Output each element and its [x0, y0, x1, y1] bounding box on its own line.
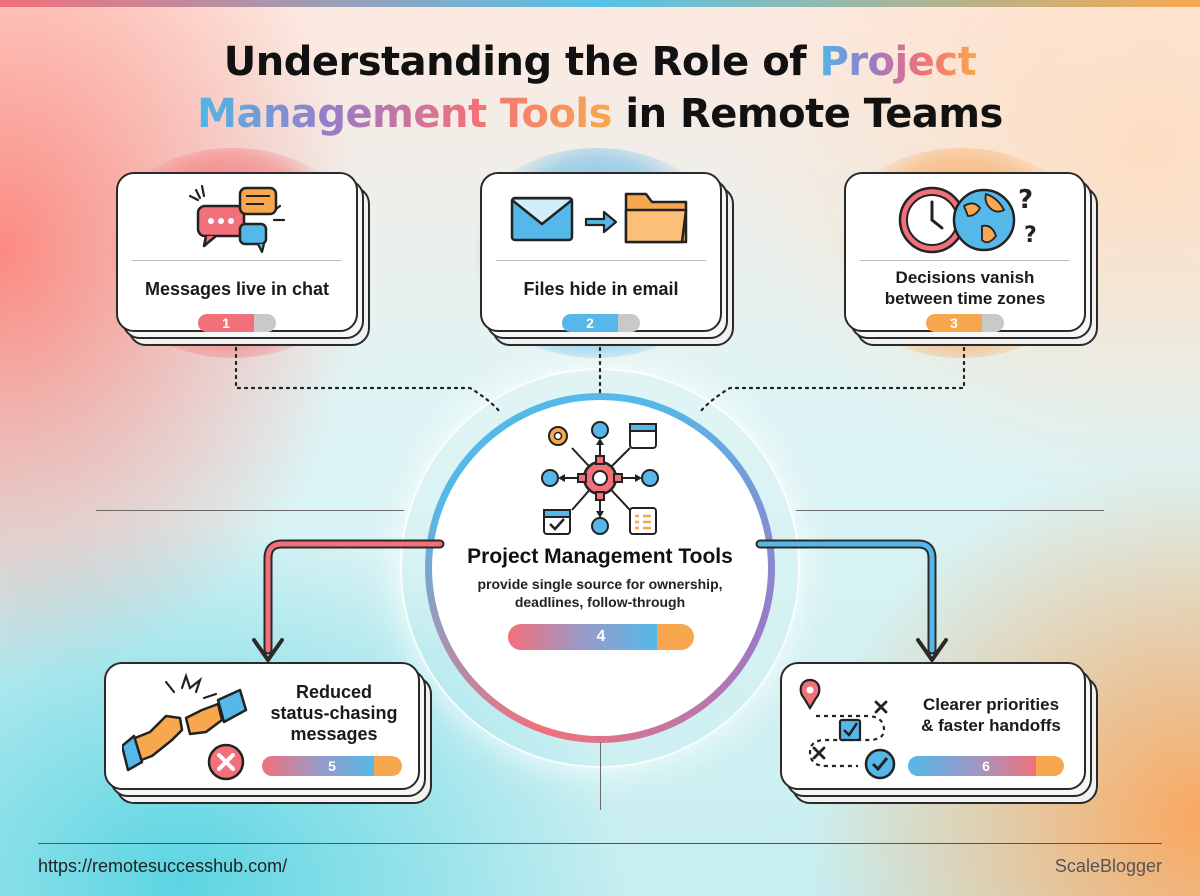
problem-card-3: ? ? Decisions vanish between time zones …: [844, 172, 1098, 346]
step-6-badge: 6: [908, 756, 1064, 776]
hub-title: Project Management Tools: [467, 545, 733, 568]
step-5-badge: 5: [262, 756, 402, 776]
red-arrow-connector: [263, 539, 445, 655]
problem-2-label: Files hide in email: [523, 279, 679, 299]
dotted-connector-3: [698, 346, 966, 414]
step-2-number: 2: [562, 314, 618, 332]
network-gear-icon: [541, 421, 659, 535]
title-line2-text: in Remote Teams: [611, 91, 1003, 137]
problem-card-2: Files hide in email 2: [480, 172, 734, 346]
step-2-badge: 2: [562, 314, 640, 332]
clock-globe-icon: ? ?: [898, 185, 1037, 254]
step-5-number: 5: [328, 758, 336, 774]
svg-text:?: ?: [1024, 223, 1037, 248]
left-divider: [96, 510, 404, 511]
hub-subtitle-line2: deadlines, follow-through: [514, 594, 686, 610]
problem-card-1: Messages live in chat 1: [116, 172, 370, 346]
problem-3-label: Decisions vanish between time zones: [852, 267, 1078, 309]
step-1-badge: 1: [198, 314, 276, 332]
step-3-badge: 3: [926, 314, 1004, 332]
outcome-5-label: Reduced status-chasing messages: [254, 682, 414, 745]
svg-text:?: ?: [1018, 185, 1033, 215]
outcome-5-label-line2: status-chasing: [270, 703, 398, 723]
step-1-number: 1: [198, 314, 254, 332]
outcome-6-label-line1: Clearer priorities: [922, 695, 1060, 714]
footer-brand: ScaleBlogger: [1054, 856, 1162, 876]
hub-subtitle: provide single source for ownership, dea…: [452, 575, 748, 611]
outcome-6-label-line2: & faster handoffs: [921, 716, 1061, 735]
outcome-5-label-line1: Reduced: [295, 682, 373, 702]
problem-3-label-line2: between time zones: [884, 289, 1046, 308]
title-line2-accent: Management Tools: [197, 91, 612, 137]
step-3-number: 3: [926, 314, 982, 332]
top-accent-strip: [0, 0, 1200, 7]
footer-divider: [38, 843, 1162, 844]
title-line1-text: Understanding the Role of: [223, 39, 820, 85]
title-line1-accent: Project: [819, 39, 977, 85]
blue-arrow-connector: [755, 539, 937, 655]
step-4-number: 4: [596, 628, 606, 645]
page-title: Understanding the Role of Project Manage…: [0, 36, 1200, 140]
chat-bubbles-icon: [188, 184, 286, 254]
outcome-5-label-line3: messages: [290, 724, 378, 744]
step-4-badge: 4: [508, 624, 694, 650]
outcome-card-5: Reduced status-chasing messages 5: [104, 662, 432, 804]
problem-3-label-line1: Decisions vanish: [895, 268, 1035, 287]
outcome-6-label: Clearer priorities & faster handoffs: [904, 694, 1078, 736]
footer-url[interactable]: https://remotesuccesshub.com/: [38, 856, 288, 876]
right-divider: [796, 510, 1104, 511]
center-divider: [600, 742, 601, 810]
route-checkmark-icon: [799, 678, 896, 780]
outcome-card-6: Clearer priorities & faster handoffs 6: [780, 662, 1098, 804]
fist-bump-icon: [122, 672, 248, 781]
hub-subtitle-line1: provide single source for ownership,: [477, 576, 723, 592]
email-to-folder-icon: [510, 192, 688, 244]
problem-1-label: Messages live in chat: [144, 279, 330, 299]
dotted-connector-1: [234, 346, 502, 414]
step-6-number: 6: [982, 758, 990, 774]
